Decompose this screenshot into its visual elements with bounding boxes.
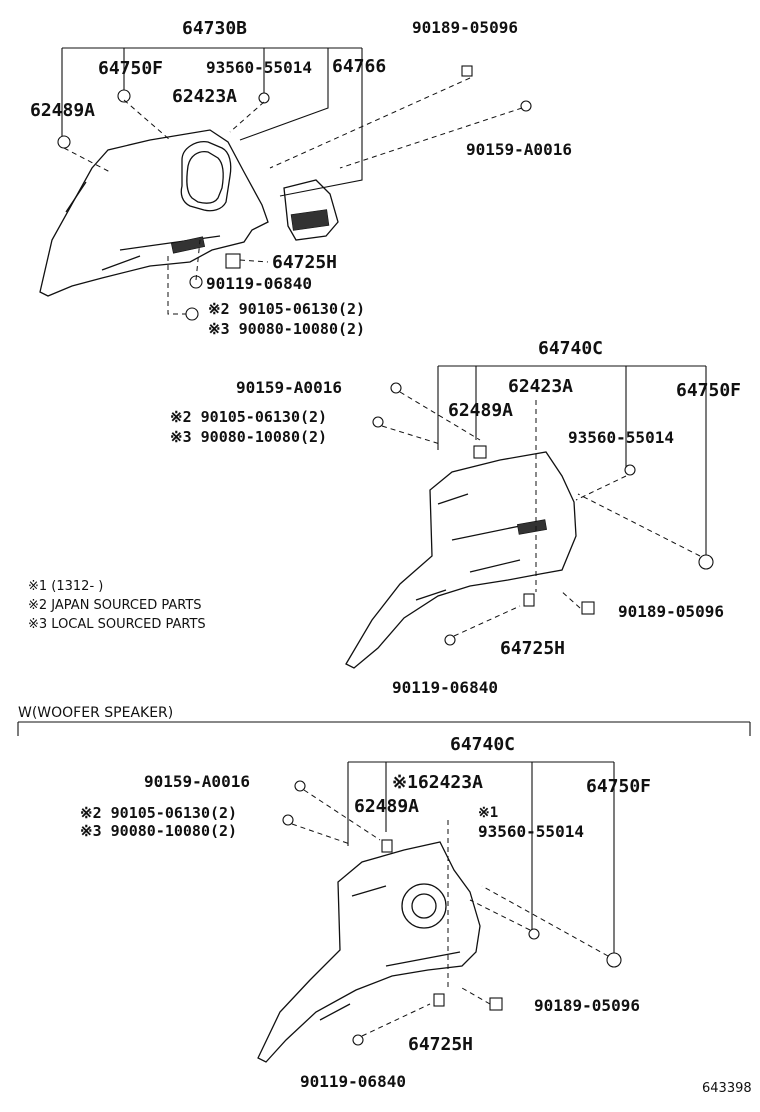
quarter-trim-panel-left [39,129,269,297]
part-label-90159-a0016: 90159-A0016 [236,378,342,397]
part-label-64740c: 64740C [450,734,516,755]
part-label-90159-a0016: 90159-A0016 [144,772,250,791]
part-label-90105-06130: ※2 90105-06130(2) [170,408,328,426]
part-label-62423a: ※162423A [392,772,483,793]
part-label-90080-10080: ※3 90080-10080(2) [170,428,328,446]
part-label-90080-10080: ※3 90080-10080(2) [208,320,366,338]
part-label-64725h: 64725H [408,1034,474,1055]
part-label-62423a: 62423A [508,376,574,397]
footnote-1: ※1 (1312- ) [28,579,104,594]
quarter-trim-panel-right [345,451,577,669]
part-label-64766: 64766 [332,56,387,77]
section-1-drawing [39,47,532,321]
part-label-93560-55014: 93560-55014 [568,428,674,447]
part-label-93560-55014: 93560-55014 [206,58,312,77]
part-label-90105-06130: ※2 90105-06130(2) [208,300,366,318]
part-label-90189-05096: 90189-05096 [534,996,640,1015]
part-label-90159-a0016: 90159-A0016 [466,140,572,159]
part-label-64750f: 64750F [586,776,652,797]
part-label-64725h: 64725H [500,638,566,659]
part-label-64750f: 64750F [676,380,742,401]
part-label-64740c: 64740C [538,338,604,359]
part-label-90119-06840: 90119-06840 [206,274,312,293]
part-label-90189-05096: 90189-05096 [412,18,518,37]
part-label-90119-06840: 90119-06840 [300,1072,406,1091]
part-label-62423a: 62423A [172,86,238,107]
part-label-64730b: 64730B [182,18,248,39]
part-label-90119-06840: 90119-06840 [392,678,498,697]
section-2-drawing [345,365,714,669]
part-label-93560-55014: 93560-55014 [478,822,584,841]
footnote-2: ※2 JAPAN SOURCED PARTS [28,598,202,613]
quarter-trim-panel-woofer [257,841,481,1063]
part-label-90105-06130: ※2 90105-06130(2) [80,804,238,822]
cover-64766 [283,179,339,241]
section-3-drawing [257,761,622,1063]
figure-number: 643398 [702,1081,752,1096]
part-label-64725h: 64725H [272,252,338,273]
part-label-62489a: 62489A [30,100,96,121]
part-label-62489a: 62489A [448,400,514,421]
part-label-64750f: 64750F [98,58,164,79]
part-label-90080-10080: ※3 90080-10080(2) [80,822,238,840]
part-label-note1-marker: ※1 [478,805,499,821]
footnote-3: ※3 LOCAL SOURCED PARTS [28,617,206,632]
section-title-woofer-speaker: W(WOOFER SPEAKER) [18,705,174,721]
part-label-62489a: 62489A [354,796,420,817]
part-label-90189-05096: 90189-05096 [618,602,724,621]
